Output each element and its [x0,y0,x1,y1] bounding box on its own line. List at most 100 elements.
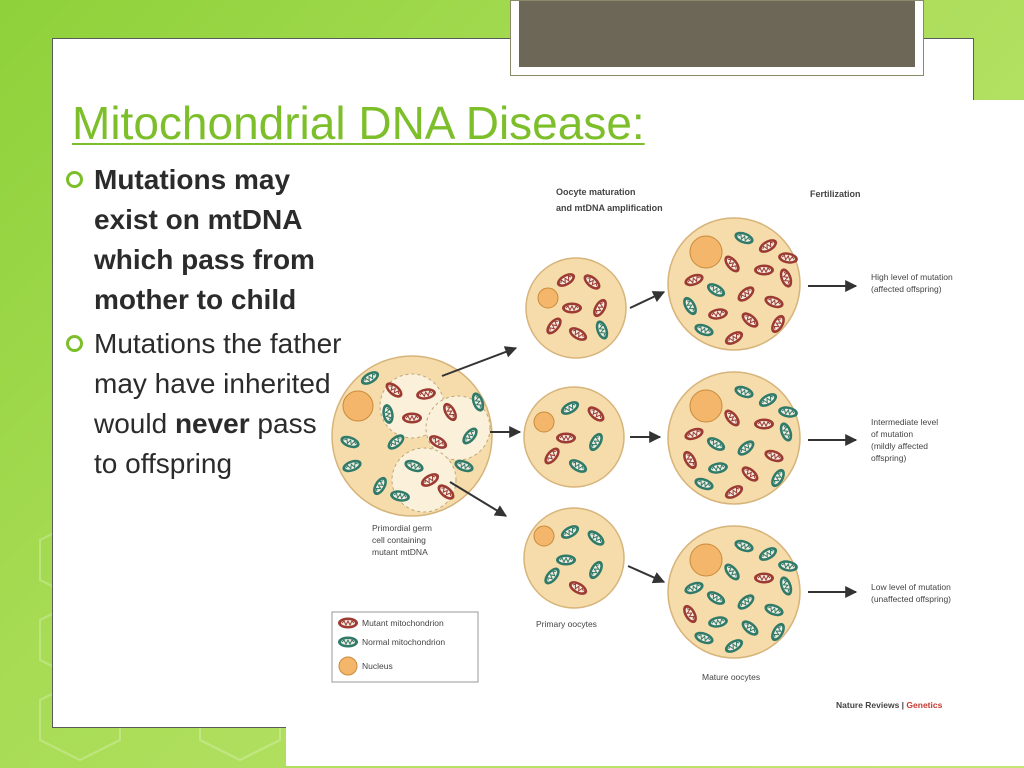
mutant-mitochondrion [683,604,697,624]
mutant-mitochondrion [568,327,588,341]
normal-mitochondrion [779,422,793,442]
mutant-mitochondrion [556,432,576,444]
outcome-intermediate-line2: of mutation [871,429,913,439]
mutant-mitochondrion [562,302,582,314]
mutant-mitochondrion [724,485,744,499]
normal-mitochondrion [387,434,405,450]
normal-mitochondrion [758,547,778,561]
mutant-mitochondrion [778,252,798,264]
mutant-mitochondrion [764,295,784,309]
normal-mitochondrion [360,371,380,385]
germ-cell-label-line1: Primordial germ [372,523,432,533]
normal-mitochondrion [342,459,362,473]
normal-mitochondrion [471,392,485,412]
mutant-mitochondrion [385,382,403,398]
mutant-mitochondrion [758,239,778,253]
arrow-oocyte-top-to-mature [629,291,666,309]
normal-mitochondrion [779,576,793,596]
credit-source: Nature Reviews | [836,700,906,710]
nucleus [533,525,555,547]
mutant-mitochondrion [583,274,601,290]
normal-mitochondrion [589,432,603,452]
normal-mitochondrion [390,490,410,502]
legend-nucleus-label: Nucleus [362,661,393,671]
mutant-mitochondrion [724,331,744,345]
mtdna-inheritance-diagram: Oocyte maturation and mtDNA amplificatio… [331,187,953,710]
bullet-item-paternal: Mutations the father may have inherited … [64,324,344,484]
outcome-intermediate-line4: offspring) [871,453,906,463]
normal-mitochondrion [708,616,728,628]
mutant-mitochondrion [546,317,562,335]
mutant-mitochondrion [737,286,755,302]
normal-mitochondrion [758,393,778,407]
primary-oocytes-label: Primary oocytes [536,619,597,629]
mutant-mitochondrion [724,255,740,273]
outcome-low-line2: (unaffected offspring) [871,594,951,604]
bullet-text-maternal: Mutations may exist on mtDNA which pass … [94,164,315,315]
nucleus [537,287,559,309]
decorative-header-fill [519,1,915,67]
normal-mitochondrion [737,594,755,610]
normal-mitochondrion [764,603,784,617]
normal-mitochondrion [706,437,726,451]
cell-group [331,217,801,659]
mutant-mitochondrion [587,406,605,422]
normal-mitochondrion [771,622,785,642]
normal-mitochondrion [683,296,697,316]
normal-mitochondrion [778,560,798,572]
bullet-list: Mutations may exist on mtDNA which pass … [64,160,344,484]
arrow-germ-to-oocyte-top [441,346,518,377]
mutant-mitochondrion [420,473,440,487]
normal-mitochondrion [724,639,744,653]
outcome-intermediate-line1: Intermediate level [871,417,938,427]
legend-nucleus-swatch [338,656,358,676]
stage-label-fertilization: Fertilization [810,189,861,199]
normal-mitochondrion [589,560,603,580]
normal-mitochondrion [694,477,714,491]
figure-credit: Nature Reviews | Genetics [836,700,943,710]
normal-mitochondrion [741,620,759,636]
normal-mitochondrion [338,636,358,648]
outcome-high-line1: High level of mutation [871,272,953,282]
legend-normal-swatch [338,636,358,648]
legend: Mutant mitochondrion Normal mitochondrio… [331,611,479,683]
decorative-header-box [510,0,924,76]
mutant-mitochondrion [443,402,457,422]
mutant-mitochondrion [754,264,774,276]
mutant-mitochondrion [724,409,740,427]
normal-mitochondrion [373,476,387,496]
germ-cell-label-line3: mutant mtDNA [372,547,428,557]
stage-label-oocyte-maturation: Oocyte maturation [556,187,636,197]
normal-mitochondrion [595,320,609,340]
slide-title: Mitochondrial DNA Disease: [72,97,645,149]
slide-content-extension [972,100,1024,726]
nucleus [689,543,723,577]
mutant-mitochondrion [428,435,448,449]
mutant-mitochondrion [741,312,759,328]
legend-mutant-label: Mutant mitochondrion [362,618,444,628]
mutant-mitochondrion [779,268,793,288]
normal-mitochondrion [724,563,740,581]
slide-content-area [52,38,974,728]
normal-mitochondrion [454,459,474,473]
outcome-intermediate-line3: (mildly affected [871,441,928,451]
normal-mitochondrion [694,323,714,337]
outcome-low-line1: Low level of mutation [871,582,951,592]
normal-mitochondrion [462,427,478,445]
mutant-mitochondrion [764,449,784,463]
normal-mitochondrion [587,530,605,546]
normal-mitochondrion [556,554,576,566]
normal-mitochondrion [771,468,785,488]
mutant-mitochondrion [684,273,704,287]
ring-bullet-icon [66,171,83,188]
mutant-mitochondrion [684,427,704,441]
mutant-mitochondrion [741,466,759,482]
normal-mitochondrion [382,404,394,424]
normal-mitochondrion [340,435,360,449]
normal-mitochondrion [706,283,726,297]
germ-cell-label-line2: cell containing [372,535,426,545]
mutant-mitochondrion [437,484,455,500]
outcome-high-line2: (affected offspring) [871,284,942,294]
mutant-mitochondrion [544,447,560,465]
normal-mitochondrion [778,406,798,418]
